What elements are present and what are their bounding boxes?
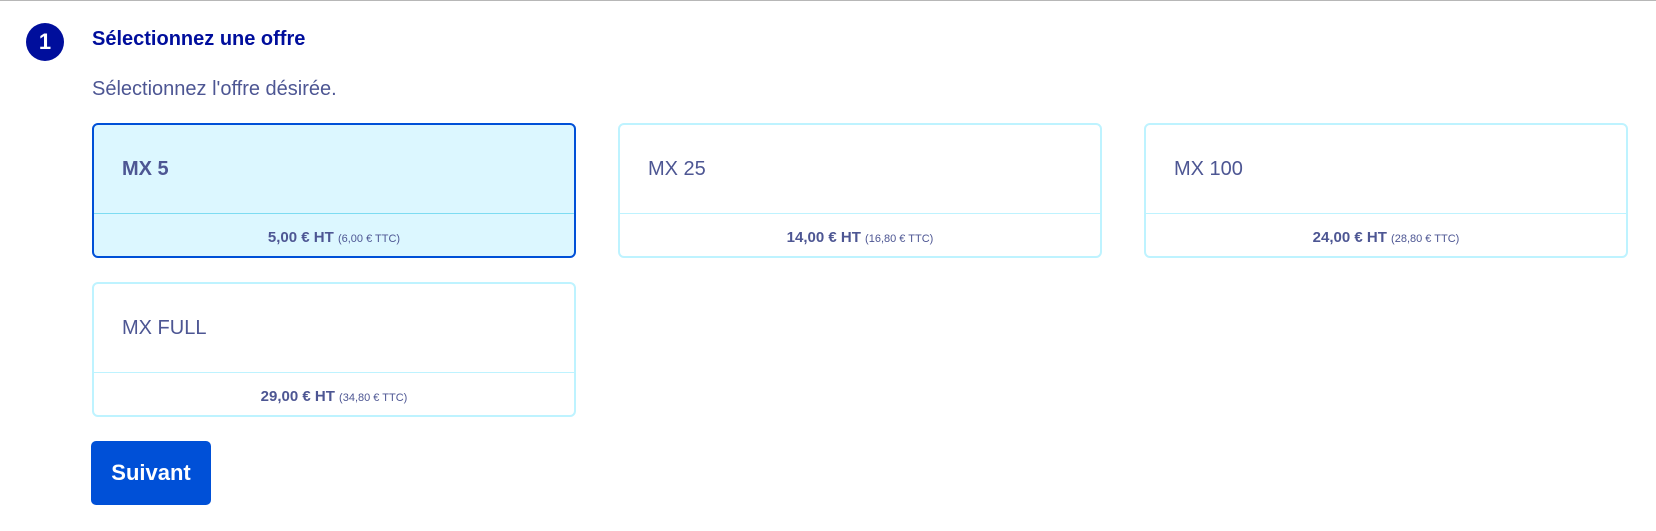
offer-price-ht: 24,00 € HT — [1312, 229, 1387, 246]
offer-card-mx-100[interactable]: MX 100 24,00 € HT (28,80 € TTC) — [1144, 123, 1628, 258]
offer-price: 14,00 € HT (16,80 € TTC) — [620, 229, 1100, 246]
step-number-badge: 1 — [26, 23, 64, 61]
next-button[interactable]: Suivant — [91, 441, 211, 505]
offer-card-mx-full[interactable]: MX FULL 29,00 € HT (34,80 € TTC) — [92, 282, 576, 417]
offer-price-ttc: (28,80 € TTC) — [1391, 233, 1460, 245]
offer-divider — [94, 372, 574, 373]
offer-name: MX 5 — [122, 158, 169, 180]
offer-price: 5,00 € HT (6,00 € TTC) — [94, 229, 574, 246]
offer-price-ttc: (34,80 € TTC) — [339, 392, 408, 404]
offer-price-ttc: (6,00 € TTC) — [337, 233, 401, 245]
offer-divider — [94, 213, 574, 214]
offer-name: MX 100 — [1174, 158, 1243, 180]
offer-card-mx-25[interactable]: MX 25 14,00 € HT (16,80 € TTC) — [618, 123, 1102, 258]
offer-name: MX 25 — [648, 158, 706, 180]
offer-name: MX FULL — [122, 317, 207, 339]
offer-price-ht: 5,00 € HT — [267, 229, 334, 246]
top-divider — [0, 0, 1656, 1]
step-description: Sélectionnez l'offre désirée. — [92, 78, 337, 100]
offer-divider — [620, 213, 1100, 214]
offer-price: 24,00 € HT (28,80 € TTC) — [1146, 229, 1626, 246]
offer-card-mx-5[interactable]: MX 5 5,00 € HT (6,00 € TTC) — [92, 123, 576, 258]
offer-divider — [1146, 213, 1626, 214]
offer-price-ht: 29,00 € HT — [260, 388, 335, 405]
offer-price: 29,00 € HT (34,80 € TTC) — [94, 388, 574, 405]
step-title: Sélectionnez une offre — [92, 28, 306, 50]
offer-price-ttc: (16,80 € TTC) — [865, 233, 934, 245]
offer-price-ht: 14,00 € HT — [786, 229, 861, 246]
